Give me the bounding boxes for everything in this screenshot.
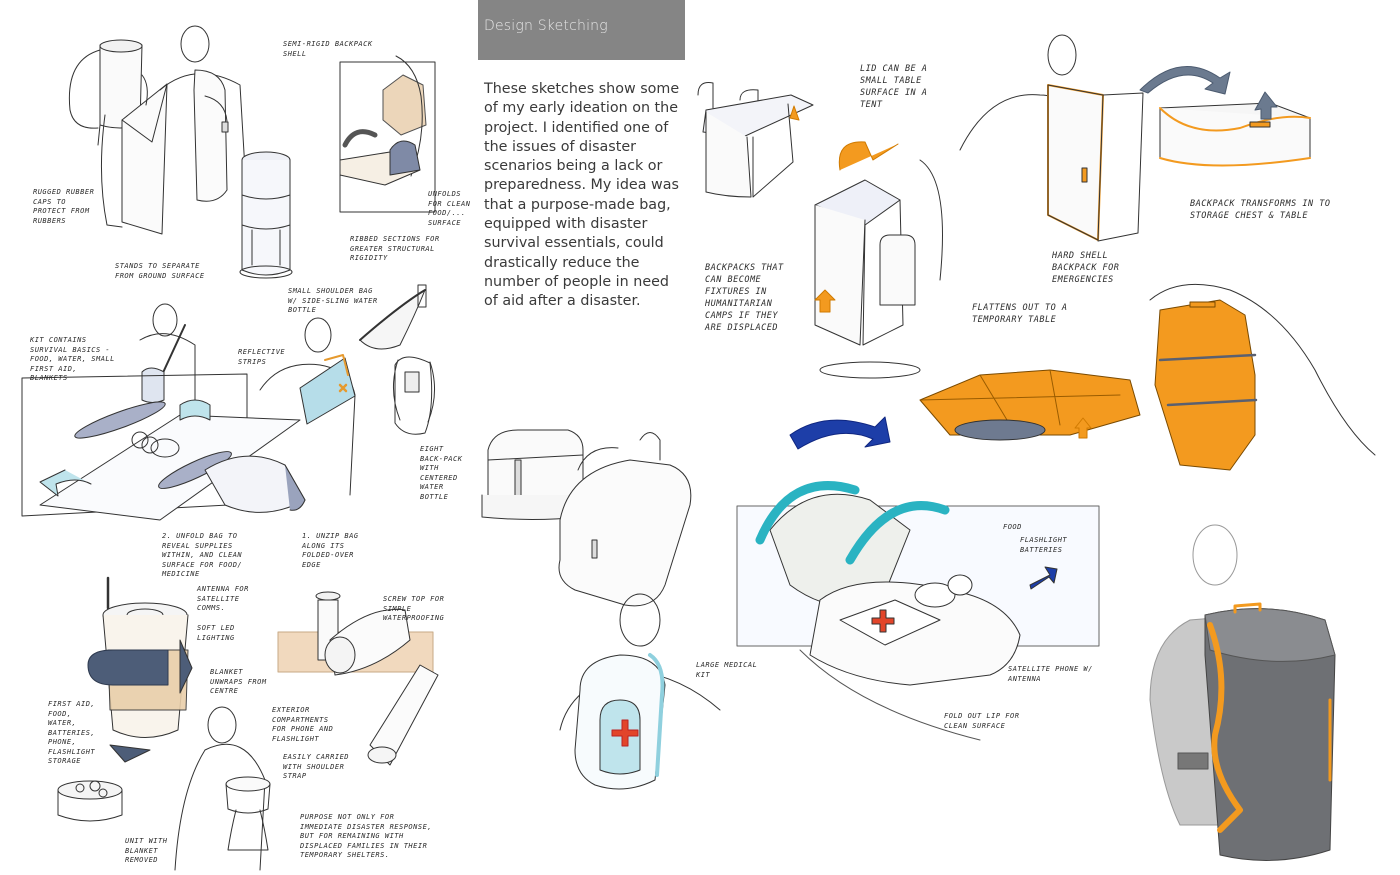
sketch-person-drum — [174, 706, 271, 871]
note-first-aid: First aid, food, water, batteries, phone… — [48, 700, 96, 765]
note-semi-rigid: Semi-rigid backpack shell — [283, 40, 373, 58]
note-satellite-phone: Satellite phone w/ antenna — [1008, 665, 1093, 683]
note-soft-led: Soft LED lighting — [197, 624, 235, 642]
note-large-medical: Large medical kit — [696, 661, 758, 679]
sketch-sling-bottle-bag — [359, 284, 427, 350]
title-banner: Design Sketching — [478, 0, 685, 60]
sketch-reflective-messenger — [259, 317, 356, 496]
note-fold-out: Fold out lip for clean surface — [944, 712, 1020, 730]
sketch-orange-backpack-wearer — [1149, 283, 1376, 471]
sketch-storage-chest — [1159, 102, 1311, 167]
note-ribbed: Ribbed sections for greater structural r… — [350, 235, 440, 262]
sketch-ribbed-cylinder — [239, 151, 293, 279]
note-flashlight: Flashlight batteries — [1020, 536, 1068, 554]
note-hard-shell: Hard shell backpack for emergencies — [1052, 251, 1120, 285]
note-exterior: Exterior compartments for phone and flas… — [272, 706, 334, 743]
render-grey-backpack — [1149, 524, 1336, 861]
sketch-flattened-table — [919, 369, 1141, 441]
note-screw-top: Screw top for simple waterproofing — [383, 595, 445, 622]
note-backpacks-fixtures: Backpacks that can become fixtures in hu… — [705, 263, 784, 333]
sketch-person-backpack — [159, 25, 246, 202]
sketch-eight-backpack — [393, 356, 435, 435]
note-purpose: Purpose not only for immediate disaster … — [300, 813, 433, 859]
note-eight-back: Eight back-pack with centered water bott… — [420, 445, 463, 501]
sketch-semi-rigid-shell — [339, 55, 436, 213]
note-unzip-bag: 1. Unzip bag along its folded-over edge — [302, 532, 359, 569]
note-lid-table: Lid can be a small table surface in a te… — [860, 64, 928, 110]
note-rugged-caps: Rugged rubber caps to protect from rubbe… — [33, 188, 95, 225]
page-title: Design Sketching — [484, 18, 608, 34]
sketch-lid-backpack — [697, 82, 814, 198]
sketch-hardshell-wearer — [959, 34, 1144, 242]
note-easily-carried: Easily carried with shoulder strap — [283, 753, 350, 780]
sketch-fixture-backpack — [814, 141, 943, 379]
note-reflective: Reflective strips — [238, 348, 286, 366]
note-stands: Stands to separate from ground surface — [115, 262, 205, 280]
note-flattens: Flattens out to a temporary table — [972, 303, 1068, 325]
note-kit-contains: Kit contains survival basics - food, wat… — [30, 336, 115, 382]
sketch-flap-backpack — [481, 429, 584, 520]
sketch-shoulder-bag-person — [139, 303, 196, 406]
note-unfold-bag: 2. Unfold bag to reveal supplies within,… — [162, 532, 243, 578]
sketch-rounded-backpack — [558, 432, 692, 607]
sketch-medical-backpack — [559, 593, 721, 790]
note-food: Food — [1003, 523, 1022, 531]
note-unfolds: Unfolds for clean food/... surface — [428, 190, 471, 227]
note-antenna: Antenna for satellite comms. — [197, 585, 249, 612]
sketch-cylinder-blanket — [57, 576, 193, 822]
sketch-roll-tube — [277, 591, 439, 766]
sketch-triangle-backpack — [100, 74, 168, 235]
sketch-tube-backpack — [68, 39, 143, 146]
arrow-icon-transform — [1139, 65, 1278, 120]
note-unit-blanket: Unit with blanket removed — [125, 837, 168, 864]
note-blanket: Blanket unwraps from centre — [210, 668, 267, 695]
sketch-roll-kit — [21, 373, 306, 521]
intro-paragraph: These sketches show some of my early ide… — [484, 81, 680, 310]
note-transforms: Backpack transforms in to storage chest … — [1190, 199, 1331, 221]
note-shoulder-bag: Small shoulder bag w/ side-sling water b… — [288, 287, 378, 314]
sketch-teal-openable-pack — [736, 416, 1100, 741]
